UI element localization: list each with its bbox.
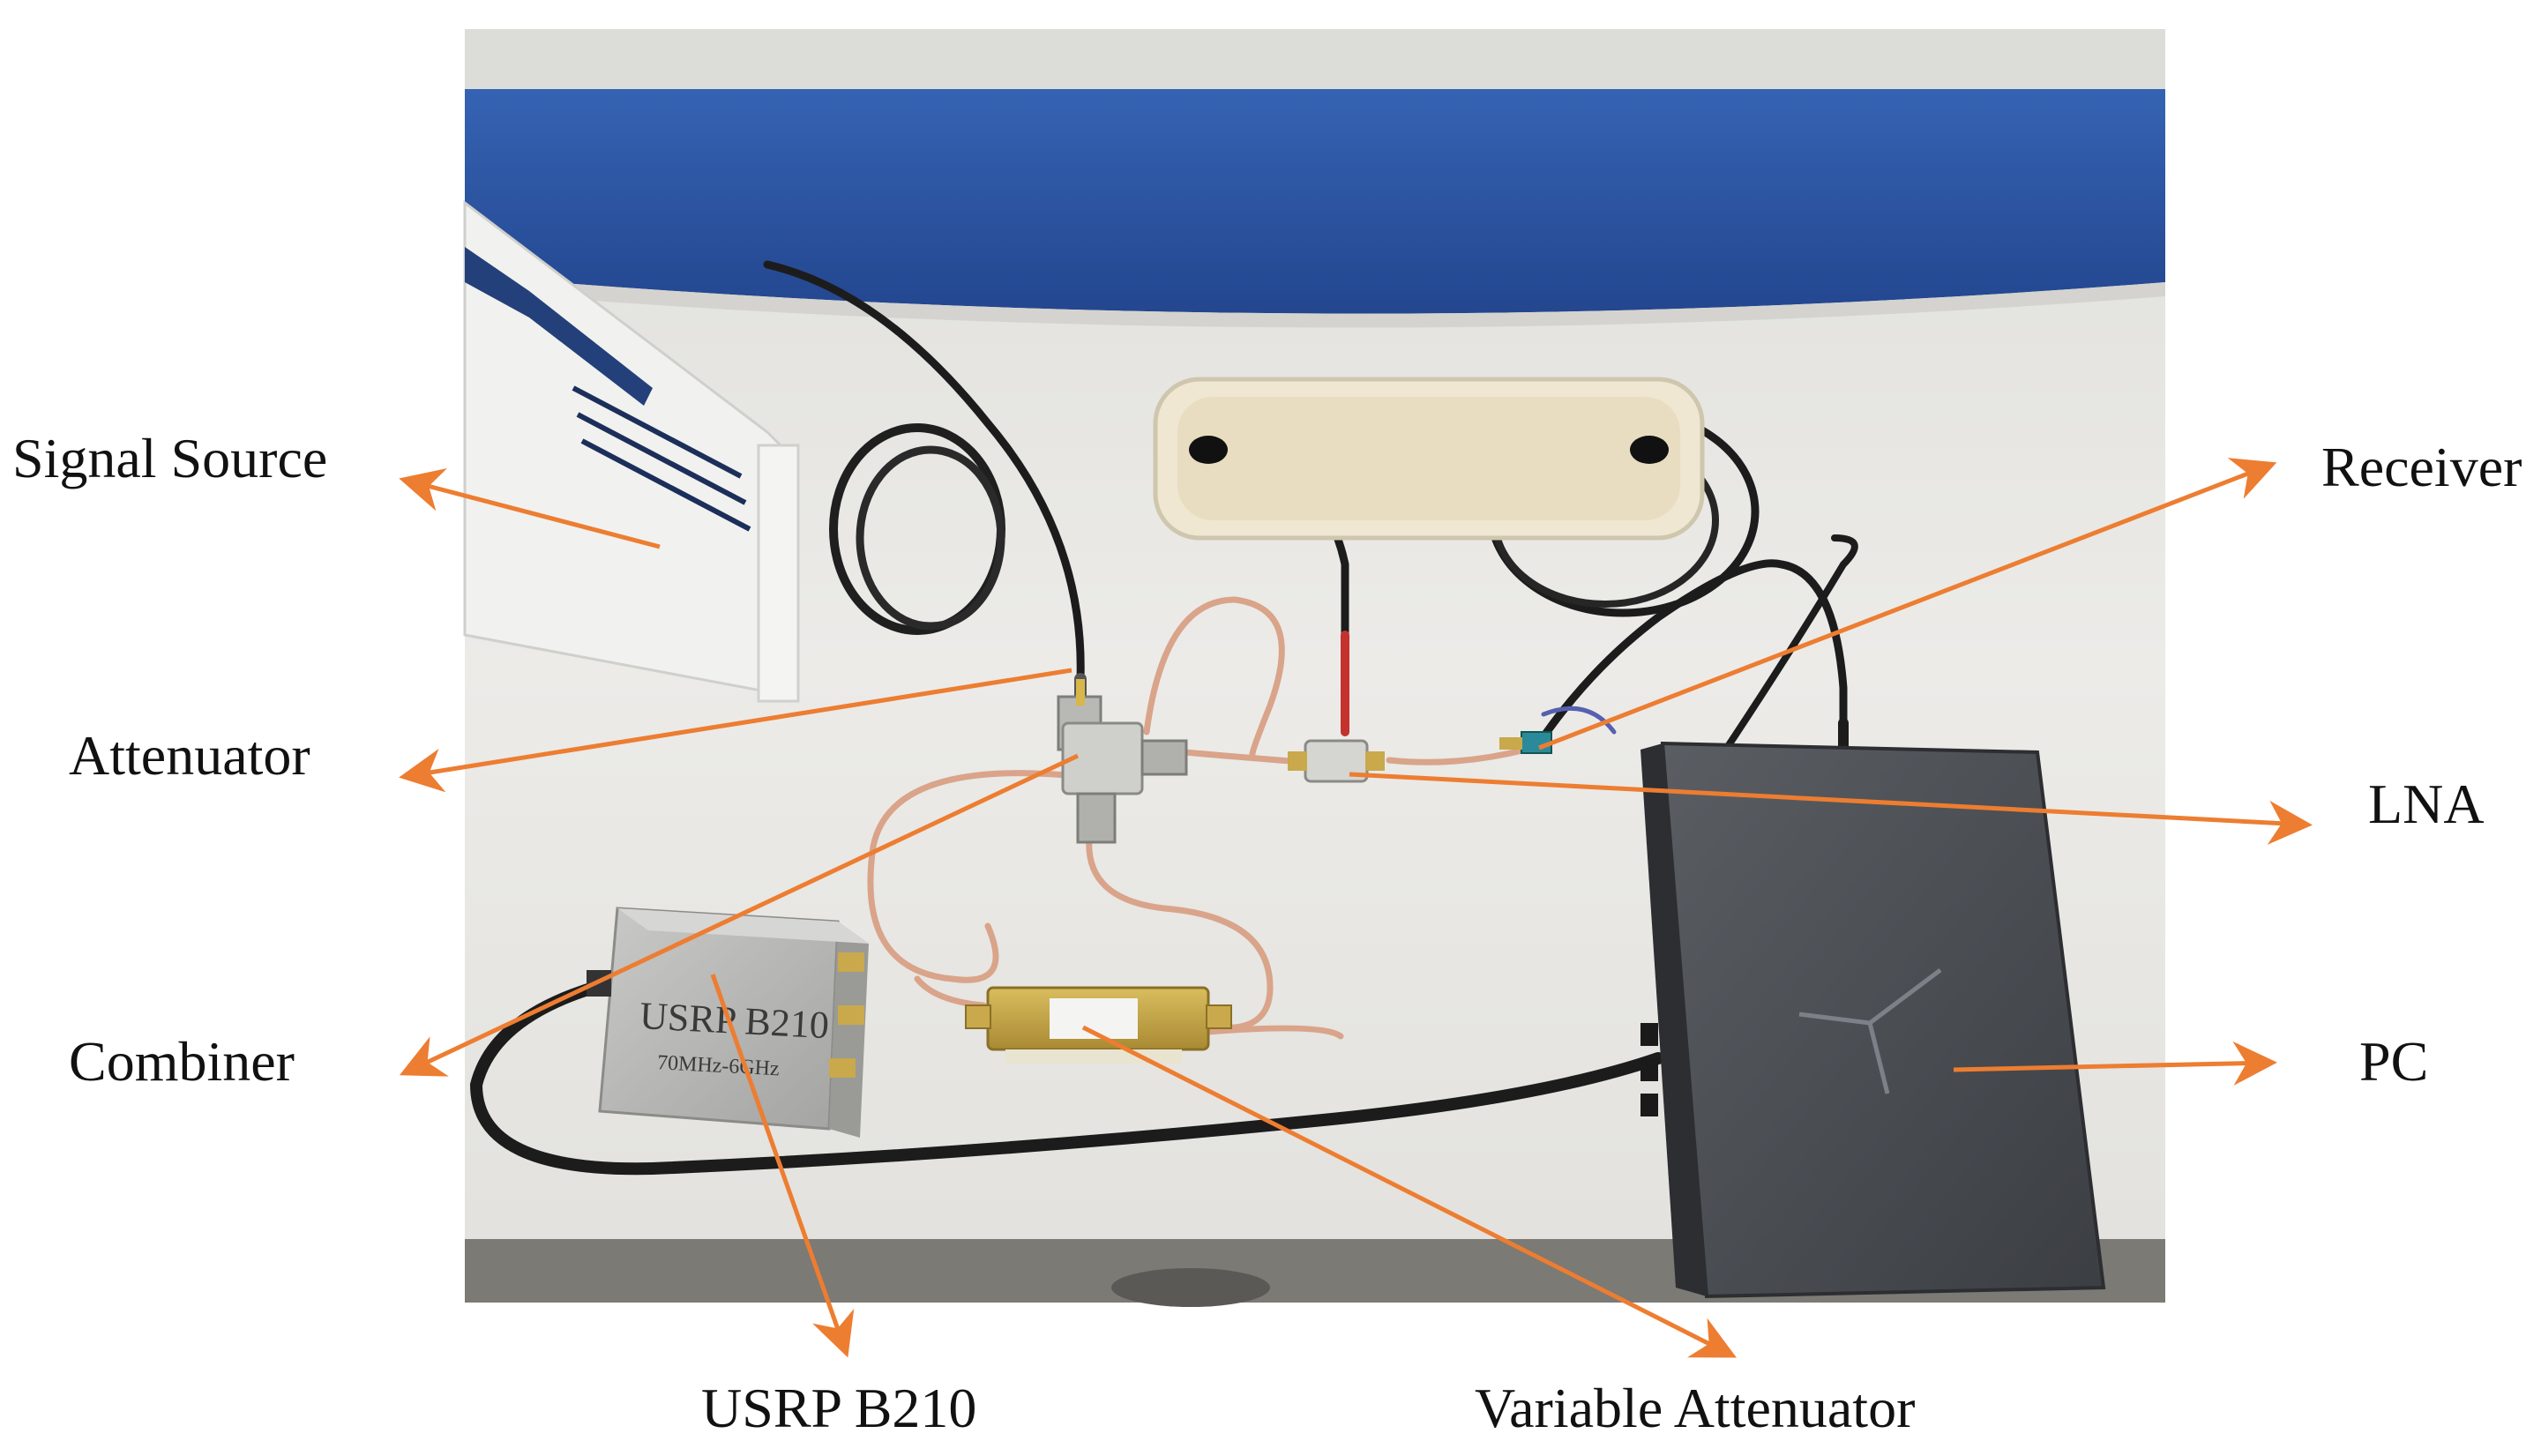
label-signal-source: Signal Source (12, 427, 328, 489)
lna-device (1288, 739, 1385, 783)
label-pc: PC (2359, 1030, 2429, 1093)
arrow-attenuator (399, 668, 1072, 793)
signal-source-device (463, 199, 800, 703)
label-receiver: Receiver (2321, 436, 2522, 498)
arrow-lna (1349, 772, 2313, 845)
arrow-pc (1953, 1041, 2277, 1086)
arrow-receiver (1538, 458, 2277, 750)
arrow-usrp (710, 974, 855, 1358)
label-variable-attenuator: Variable Attenuator (1475, 1377, 1916, 1439)
label-lna: LNA (2368, 773, 2485, 835)
variable-attenuator-device (965, 986, 1232, 1064)
pc-laptop (1640, 741, 2106, 1299)
desk-grommet (1153, 377, 1705, 541)
callout-arrows (399, 458, 2313, 1358)
arrow-signal-source (399, 467, 661, 549)
usrp-device: USRP B210 70MHz-6GHz (587, 907, 869, 1138)
label-attenuator: Attenuator (69, 724, 310, 787)
arrow-variable-attenuator (1081, 1025, 1737, 1358)
arrow-combiner (399, 753, 1080, 1077)
label-usrp: USRP B210 (701, 1377, 977, 1439)
receiver-device (1499, 731, 1552, 754)
combiner-tee (1057, 679, 1188, 844)
label-combiner: Combiner (69, 1030, 295, 1093)
